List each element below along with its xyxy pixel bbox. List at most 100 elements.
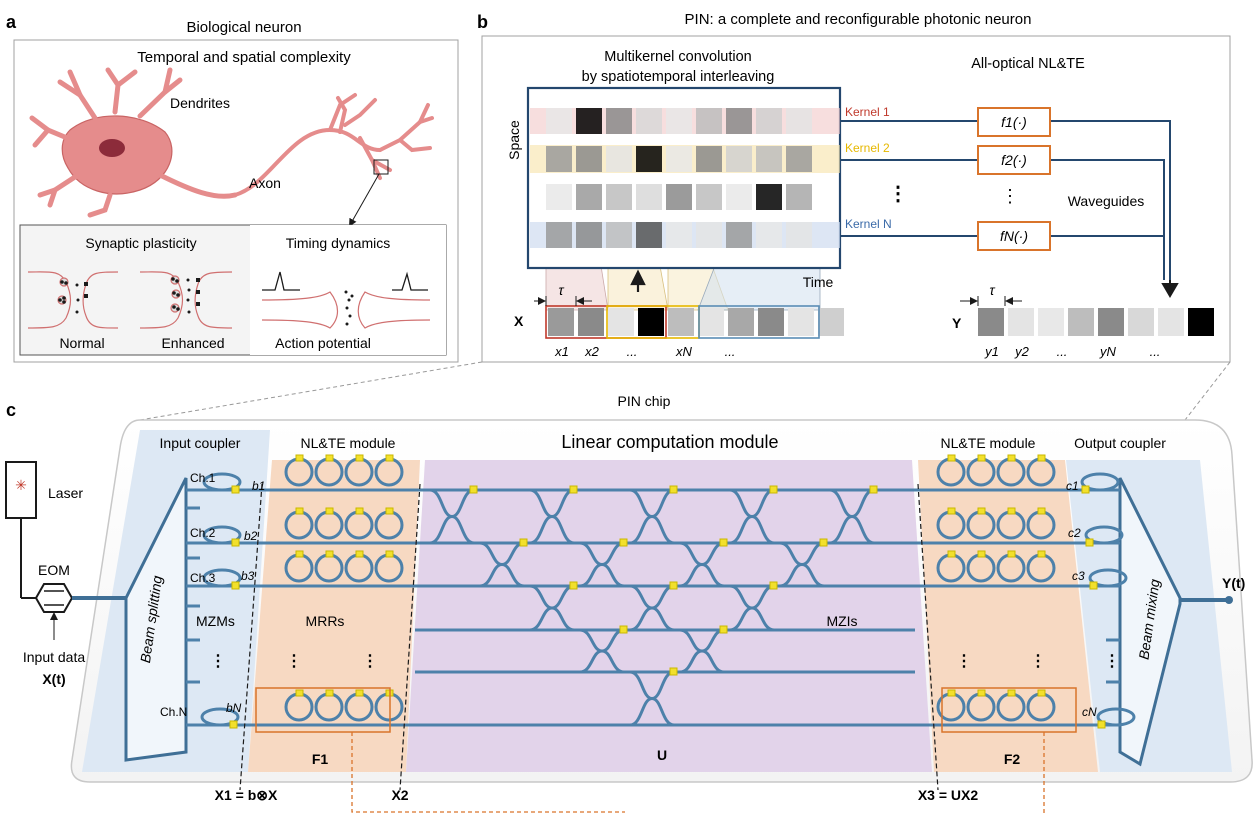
mzi-arm [679,541,725,588]
mzm-loop [202,525,242,545]
tau-marker-y [960,296,1022,306]
b-label: b3 [241,569,255,583]
mzm-loop [200,707,240,727]
ring-heater [295,454,304,462]
matrix-cell [756,108,782,134]
ring-heater [385,550,394,558]
x-cell [698,308,724,336]
mzi-arm [629,670,675,727]
c-label: c3 [1072,569,1085,583]
mzi-arm [629,584,675,632]
panel-b-letter: b [477,12,488,32]
dendrites-label: Dendrites [170,95,230,111]
nlte-left-region [248,460,420,772]
microring-arrays [284,454,1056,722]
mzi-heater [769,581,778,590]
panel-a-letter: a [6,12,17,32]
f1-label: F1 [312,751,329,767]
matrix-cell [696,222,722,248]
matrix-cell [546,146,572,172]
panel-a: a Biological neuron Temporal and spatial… [6,12,459,363]
action-potential-label: Action potential [275,335,371,351]
fN-box [977,221,1051,251]
ring-heater [1007,550,1016,558]
x-seq-label: X [514,313,524,329]
x-tick: xN [675,344,693,359]
ring-heater [295,689,304,697]
f2-highlight [941,687,1077,733]
x-tick: ... [627,344,638,359]
mzi-arm [429,488,475,545]
enhanced-label: Enhanced [161,335,224,351]
ring-heater [1007,454,1016,462]
f2-label: f2(·) [1001,152,1027,168]
matrix-cell [636,184,662,210]
y-cell [978,308,1004,336]
f-ellipsis: ⋮ [1001,186,1019,206]
ring-heater [977,454,986,462]
f1-box [977,107,1051,137]
matrix-cell [636,146,662,172]
nlte-left-label: NL&TE module [301,435,396,451]
x-tick: x2 [584,344,600,359]
y-cell [1068,308,1094,336]
axon-label: Axon [249,175,281,191]
c-label: cN [1082,705,1097,719]
ring-heater [385,454,394,462]
tau-x: τ [558,282,564,298]
mzms-label: MZMs [196,613,235,629]
x-t-label: X(t) [42,671,65,687]
f2-box [977,145,1051,175]
b-label: b2 [244,529,258,543]
action-potential-illustration [261,271,431,329]
matrix-cell [576,146,602,172]
ring-heater [1037,689,1046,697]
eom-modulator [34,583,74,613]
panel-c-title: PIN chip [618,393,671,409]
chip-waveguides [186,488,1120,727]
b-label: b1 [252,479,265,493]
x-tick: x1 [554,344,569,359]
y-tick: yN [1099,344,1117,359]
panel-a-subtitle: Temporal and spatial complexity [137,49,351,66]
panel-b: b PIN: a complete and reconfigurable pho… [477,11,1231,363]
mzi-heater [719,538,728,547]
u-label: U [657,747,667,763]
ring-heater [947,550,956,558]
panel-c-letter: c [6,400,16,420]
mzi-arm [529,488,575,545]
mzi-heater [519,538,528,547]
space-label: Space [506,120,522,160]
matrix-cell [606,108,632,134]
mzm-heater [231,485,240,494]
mrrs-label: MRRs [306,613,345,629]
panel-c: c PIN chip Input coupler NL&TE module Li… [5,393,1253,816]
matrix-cell [666,146,692,172]
tau-y: τ [989,282,995,298]
mzm-heater [229,720,238,729]
ring-heater [295,507,304,515]
mzi-arm [829,488,875,545]
mzi-heater [869,485,878,494]
y-cell [1188,308,1214,336]
x-cell [758,308,784,336]
mzi-heater [469,485,478,494]
ring-heater [355,689,364,697]
mzi-arm [529,584,575,632]
matrix-cell [726,108,752,134]
y-tick: ... [1150,344,1161,359]
matrix-cell [726,146,752,172]
ring-heater [325,689,334,697]
matrix-cell [576,222,602,248]
normal-label: Normal [59,335,104,351]
mzi-arm [579,628,625,674]
matrix-cell [756,146,782,172]
ring-heater [355,454,364,462]
matrix-cell [576,184,602,210]
mzm-loop [202,568,242,588]
ring-heater [1007,507,1016,515]
matrix-cell [756,222,782,248]
mzi-heater [719,625,728,634]
interface-lines [239,483,939,791]
